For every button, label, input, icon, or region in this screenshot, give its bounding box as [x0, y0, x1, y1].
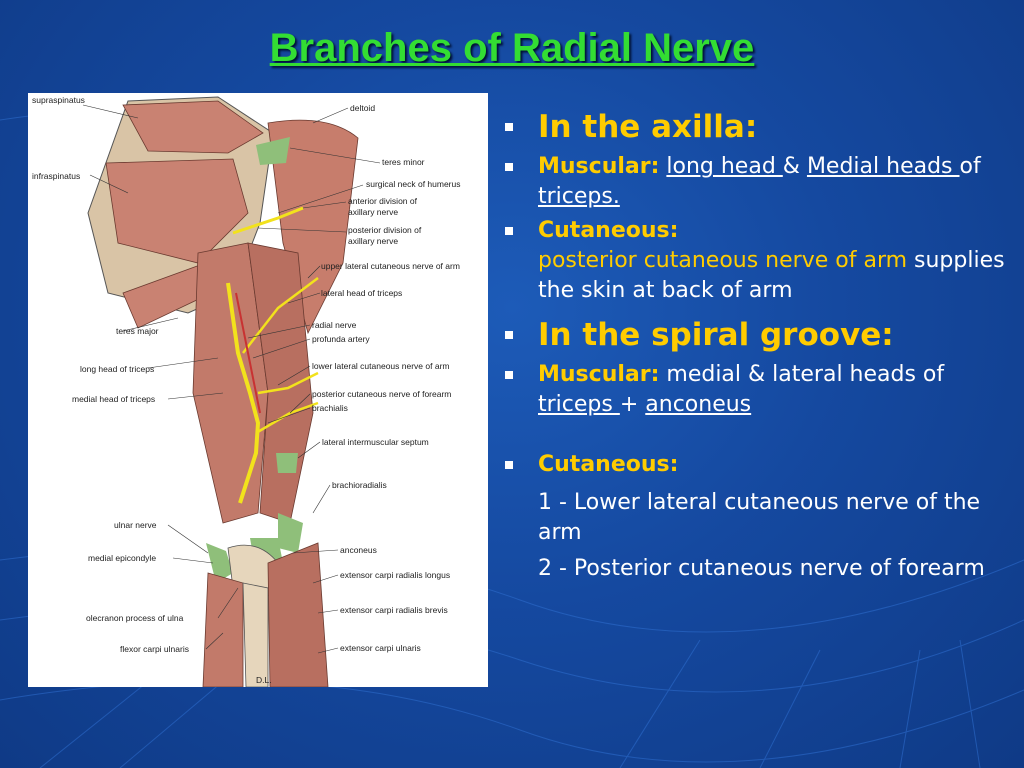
label-lower-lateral-cutaneous: lower lateral cutaneous nerve of arm [312, 361, 450, 371]
arm-anatomy-figure: supraspinatus infraspinatus teres major … [28, 93, 488, 687]
label-extensor-carpi-ulnaris: extensor carpi ulnaris [340, 643, 421, 653]
anconeus-text: anconeus [645, 392, 752, 417]
cutaneous-label-2: Cutaneous: [538, 452, 679, 477]
long-head-text: long head [666, 154, 783, 179]
label-teres-major: teres major [116, 326, 159, 336]
slide-title: Branches of Radial Nerve [269, 26, 755, 70]
heading-axilla: In the axilla: [538, 109, 758, 145]
label-brachioradialis: brachioradialis [332, 480, 387, 490]
label-olecranon: olecranon process of ulna [86, 613, 184, 623]
bullet-marker [505, 227, 513, 235]
label-long-head-triceps: long head of triceps [80, 364, 154, 374]
label-ecr-brevis: extensor carpi radialis brevis [340, 605, 448, 615]
medial-heads-text: Medial heads [806, 154, 960, 179]
triceps-text: triceps. [538, 184, 620, 209]
posterior-cutaneous-nerve-text: posterior cutaneous nerve of arm [538, 248, 908, 273]
figure-signature: D.L. [256, 675, 272, 685]
arm-illustration: supraspinatus infraspinatus teres major … [32, 95, 461, 687]
label-surgical-neck: surgical neck of humerus [366, 179, 461, 189]
tendon-green-3 [278, 513, 303, 553]
of-text: of [959, 154, 981, 179]
deltoid-muscle [267, 119, 359, 335]
lower-lateral-cutaneous-nerve [257, 371, 319, 395]
label-teres-minor: teres minor [382, 157, 425, 167]
label-posterior-cutaneous-forearm: posterior cutaneous nerve of forearm [312, 389, 451, 399]
label-infraspinatus: infraspinatus [32, 171, 80, 181]
tendon-green-1 [256, 137, 290, 165]
bullet-groove-cutaneous: Cutaneous: [500, 450, 1010, 480]
label-supraspinatus: supraspinatus [32, 95, 85, 105]
supplies-skin-text: supplies the skin at back of arm [538, 248, 1005, 303]
label-deltoid: deltoid [350, 103, 375, 113]
ulna-bone [242, 582, 269, 687]
triceps-text-2: triceps [538, 392, 620, 417]
label-upper-lateral-cutaneous: upper lateral cutaneous nerve of arm [321, 261, 460, 271]
label-anterior-division-2: axillary nerve [348, 207, 398, 217]
sub-item-1: 1 - Lower lateral cutaneous nerve of the… [538, 490, 981, 545]
muscular-label-2: Muscular: [538, 362, 660, 387]
label-ulnar-nerve: ulnar nerve [114, 520, 157, 530]
label-anterior-division-1: anterior division of [348, 196, 418, 206]
label-brachialis: brachialis [312, 403, 348, 413]
bullet-marker [505, 331, 513, 339]
bullet-marker [505, 461, 513, 469]
label-profunda-artery: profunda artery [312, 334, 370, 344]
tendon-green-4 [206, 543, 233, 583]
bullet-marker [505, 163, 513, 171]
supraspinatus-muscle [122, 100, 264, 154]
upper-lateral-cutaneous-nerve [242, 277, 319, 354]
label-medial-head-triceps: medial head of triceps [72, 394, 155, 404]
label-lateral-intermuscular-septum: lateral intermuscular septum [322, 437, 429, 447]
label-ecr-longus: extensor carpi radialis longus [340, 570, 450, 580]
bullet-axilla-cutaneous: Cutaneous: posterior cutaneous nerve of … [500, 216, 1010, 306]
ampersand-text: & [782, 154, 807, 179]
tendon-green-2 [276, 453, 298, 473]
label-anconeus: anconeus [340, 545, 377, 555]
label-medial-epicondyle: medial epicondyle [88, 553, 156, 563]
bullet-groove-muscular: Muscular: medial & lateral heads of tric… [500, 360, 1010, 420]
label-flexor-carpi-ulnaris: flexor carpi ulnaris [120, 644, 189, 654]
forearm-extensors [267, 542, 329, 687]
axillary-nerve [232, 206, 304, 235]
forearm-flexors [202, 572, 244, 687]
muscular-label: Muscular: [538, 154, 660, 179]
label-radial-nerve: radial nerve [312, 320, 357, 330]
bullet-axilla-muscular: Muscular: long head & Medial heads of tr… [500, 152, 1010, 212]
bullet-axilla: In the axilla: [500, 108, 1010, 146]
label-posterior-division-2: axillary nerve [348, 236, 398, 246]
bullet-list: In the axilla: Muscular: long head & Med… [500, 108, 1010, 584]
bullet-marker [505, 371, 513, 379]
bullet-marker [505, 123, 513, 131]
sub-item-2: 2 - Posterior cutaneous nerve of forearm [538, 556, 985, 581]
cutaneous-label: Cutaneous: [538, 218, 679, 243]
bullet-spiral-groove: In the spiral groove: [500, 316, 1010, 354]
profunda-artery [235, 292, 261, 414]
radial-nerve [226, 282, 261, 504]
infraspinatus-muscle [105, 158, 249, 264]
heading-spiral-groove: In the spiral groove: [538, 317, 894, 353]
label-posterior-division-1: posterior division of [348, 225, 422, 235]
plus-text: + [619, 392, 646, 417]
leader-lines [82, 104, 381, 654]
medial-lateral-text: medial & lateral heads of [659, 362, 945, 387]
label-lateral-head-triceps: lateral head of triceps [321, 288, 402, 298]
